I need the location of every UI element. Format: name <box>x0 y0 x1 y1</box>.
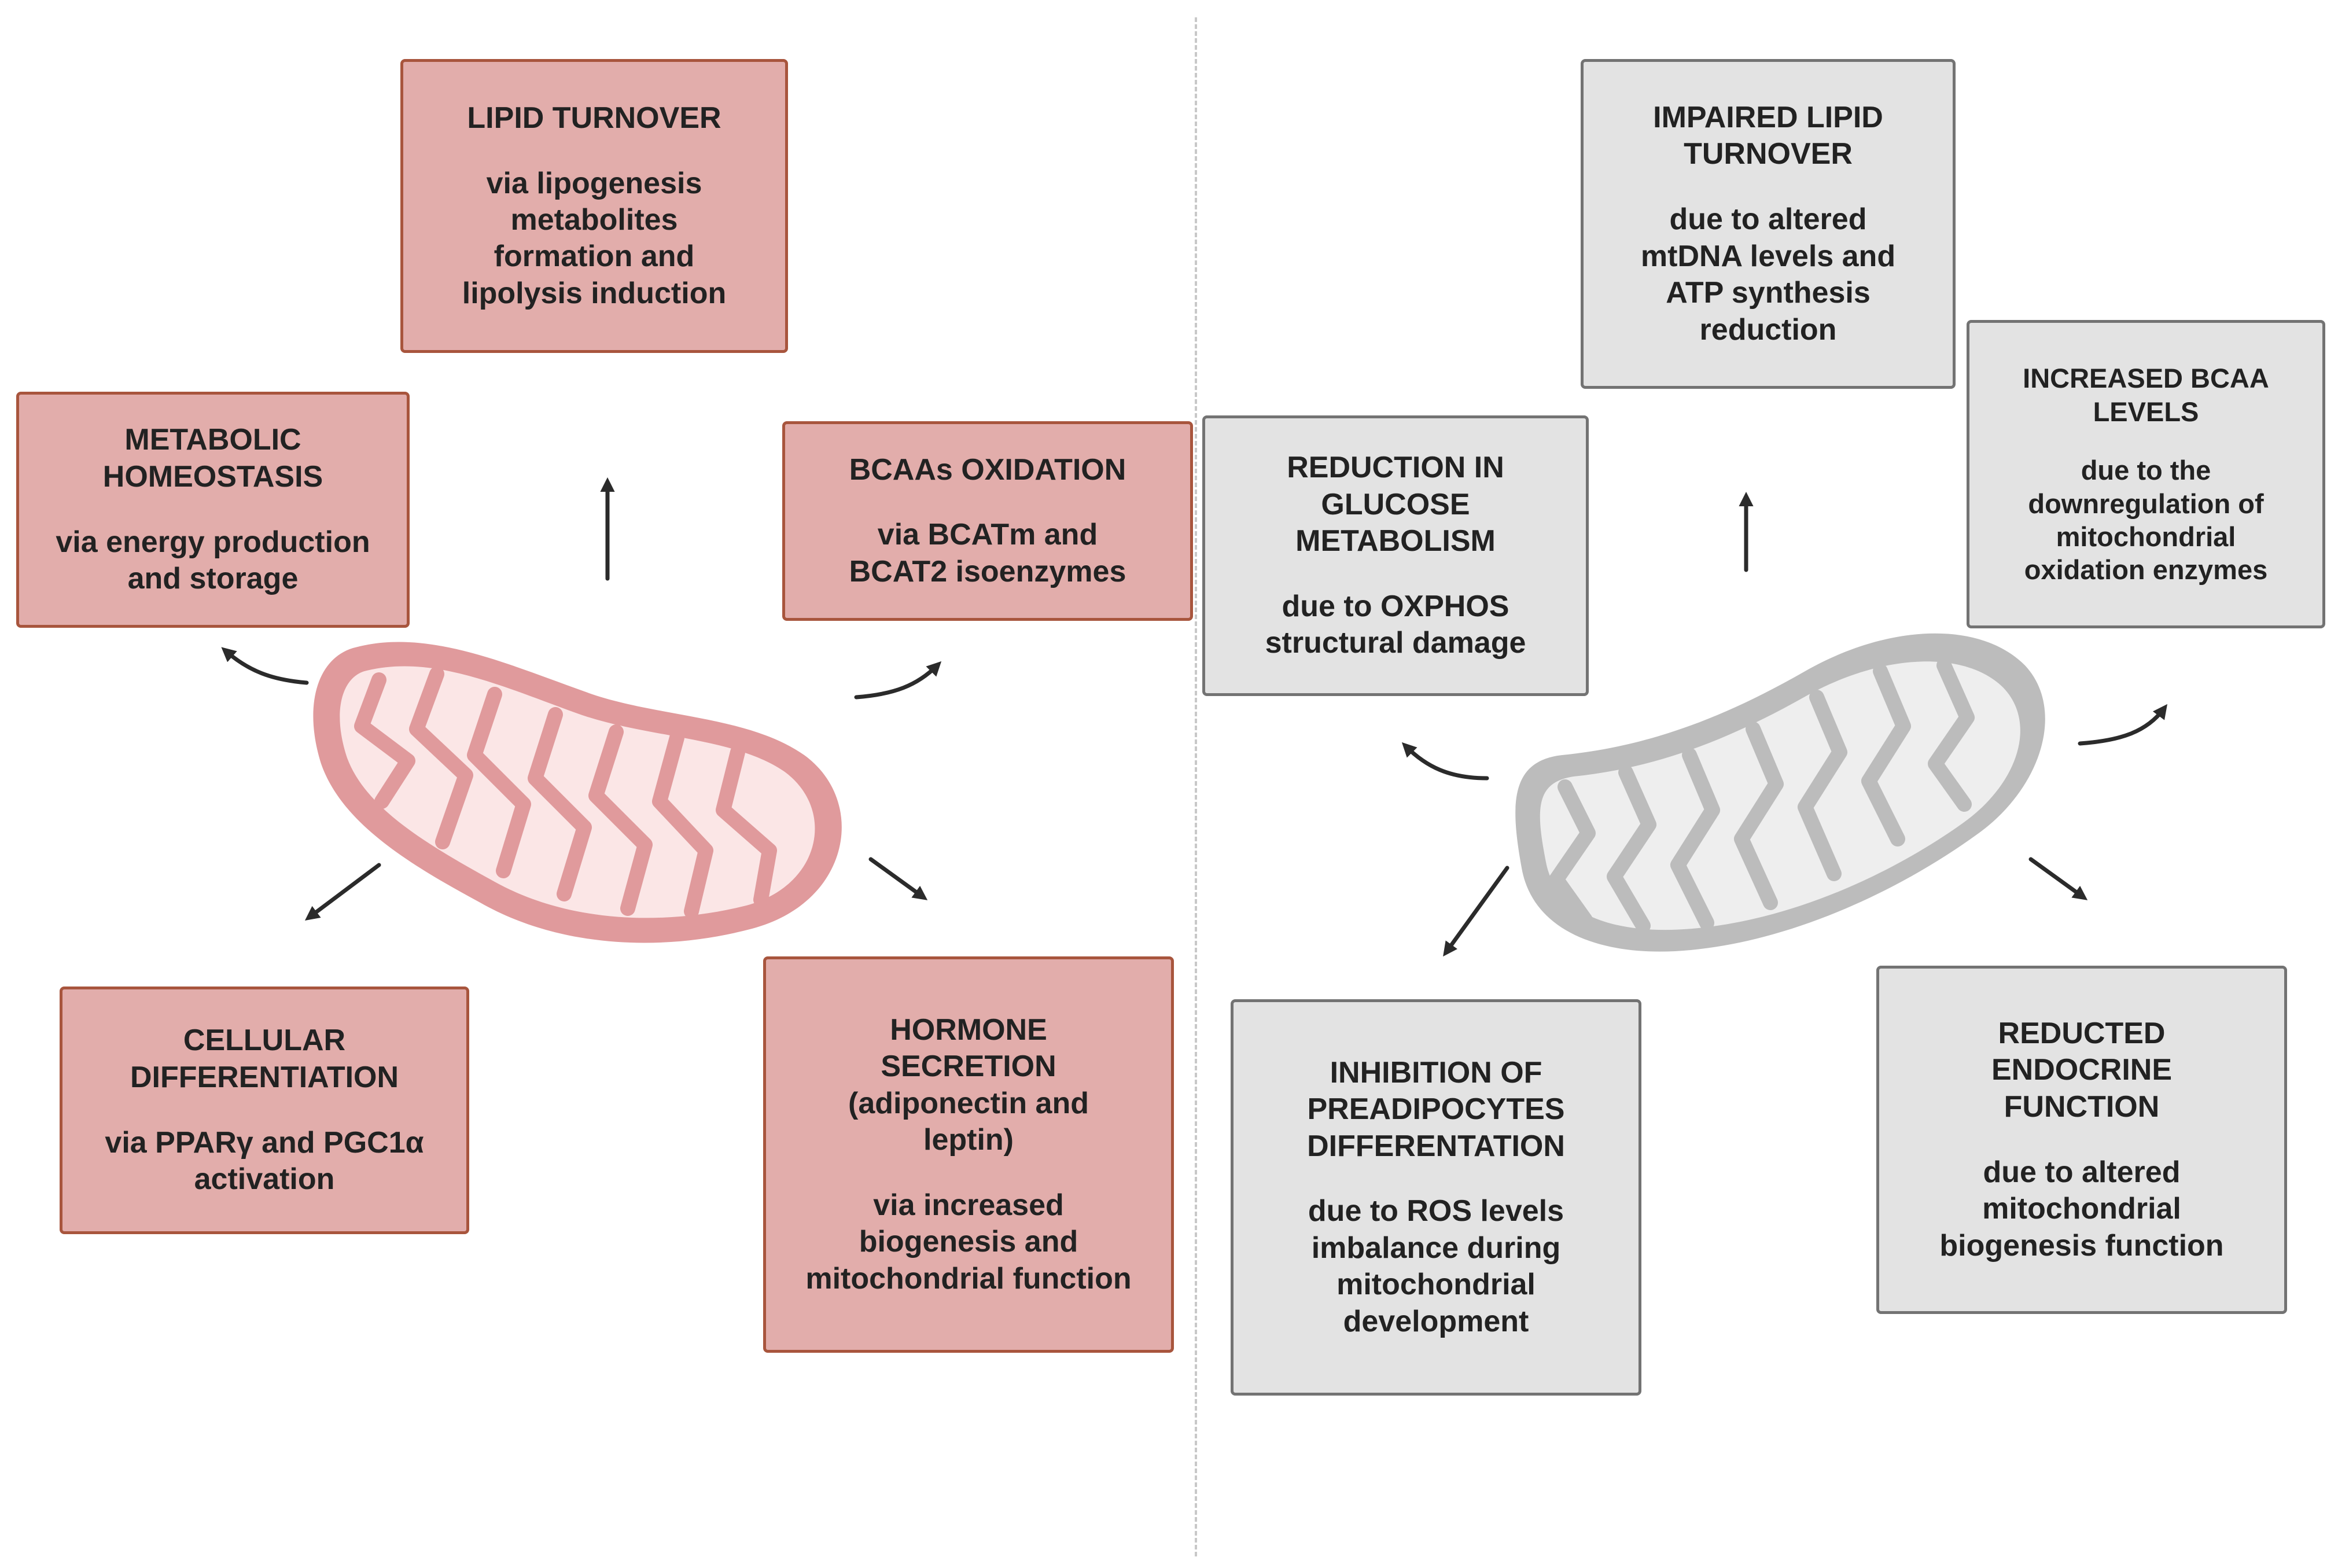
arrow-to-bcaa-levels <box>2078 704 2168 746</box>
preadipocytes-description: due to ROS levels imbalance during mitoc… <box>1308 1194 1564 1338</box>
endocrine-function-description: due to altered mitochondrial biogenesis … <box>1939 1155 2224 1263</box>
hormone-secretion-title: HORMONE SECRETION (adiponectin and lepti… <box>848 1013 1089 1157</box>
endocrine-function-box: REDUCTED ENDOCRINE FUNCTION due to alter… <box>1876 966 2287 1314</box>
cellular-differentiation-description: via PPARγ and PGC1α activation <box>105 1125 424 1197</box>
healthy-mitochondrion-icon <box>313 642 842 943</box>
panel-divider <box>1195 17 1197 1556</box>
bcaa-levels-box: INCREASED BCAA LEVELS due to the downreg… <box>1967 320 2325 628</box>
bcaa-levels-title: INCREASED BCAA LEVELS <box>2023 363 2269 427</box>
arrow-to-bcaas-oxidation <box>854 661 942 700</box>
metabolic-homeostasis-title: METABOLIC HOMEOSTASIS <box>102 423 323 494</box>
impaired-mitochondrion-icon <box>1515 633 2045 952</box>
glucose-metabolism-description: due to OXPHOS structural damage <box>1265 589 1526 660</box>
glucose-metabolism-box: REDUCTION IN GLUCOSE METABOLISM due to O… <box>1202 415 1589 696</box>
metabolic-homeostasis-box: METABOLIC HOMEOSTASIS via energy product… <box>16 392 410 628</box>
lipid-turnover-description: via lipogenesis metabolites formation an… <box>462 166 727 310</box>
lipid-turnover-box: LIPID TURNOVER via lipogenesis metabolit… <box>400 59 788 353</box>
cellular-differentiation-title: CELLULAR DIFFERENTIATION <box>130 1024 399 1094</box>
arrow-to-metabolic-homeostasis <box>221 647 309 685</box>
bcaas-oxidation-description: via BCATm and BCAT2 isoenzymes <box>849 518 1126 588</box>
arrow-to-hormone-secretion <box>868 857 928 900</box>
hormone-secretion-description: via increased biogenesis and mitochondri… <box>805 1188 1132 1295</box>
glucose-metabolism-title: REDUCTION IN GLUCOSE METABOLISM <box>1287 451 1504 558</box>
arrow-to-cellular-differentiation <box>304 863 381 921</box>
cellular-differentiation-box: CELLULAR DIFFERENTIATION via PPARγ and P… <box>60 987 469 1234</box>
metabolic-homeostasis-description: via energy production and storage <box>56 525 370 596</box>
bcaas-oxidation-box: BCAAs OXIDATION via BCATm and BCAT2 isoe… <box>782 421 1193 621</box>
bcaa-levels-description: due to the downregulation of mitochondri… <box>2024 455 2268 586</box>
impaired-lipid-turnover-description: due to altered mtDNA levels and ATP synt… <box>1640 203 1896 347</box>
hormone-secretion-box: HORMONE SECRETION (adiponectin and lepti… <box>763 956 1174 1353</box>
bcaas-oxidation-title: BCAAs OXIDATION <box>849 452 1126 487</box>
impaired-lipid-turnover-box: IMPAIRED LIPID TURNOVER due to altered m… <box>1581 59 1956 389</box>
arrow-to-preadipocytes <box>1443 866 1509 957</box>
preadipocytes-title: INHIBITION OF PREADIPOCYTES DIFFERENTATI… <box>1307 1055 1565 1163</box>
endocrine-function-title: REDUCTED ENDOCRINE FUNCTION <box>1991 1016 2173 1124</box>
preadipocytes-box: INHIBITION OF PREADIPOCYTES DIFFERENTATI… <box>1231 999 1641 1396</box>
arrow-to-glucose-metabolism <box>1401 742 1489 781</box>
arrow-to-endocrine-function <box>2028 857 2088 900</box>
impaired-lipid-turnover-title: IMPAIRED LIPID TURNOVER <box>1653 100 1883 171</box>
lipid-turnover-title: LIPID TURNOVER <box>467 101 721 135</box>
